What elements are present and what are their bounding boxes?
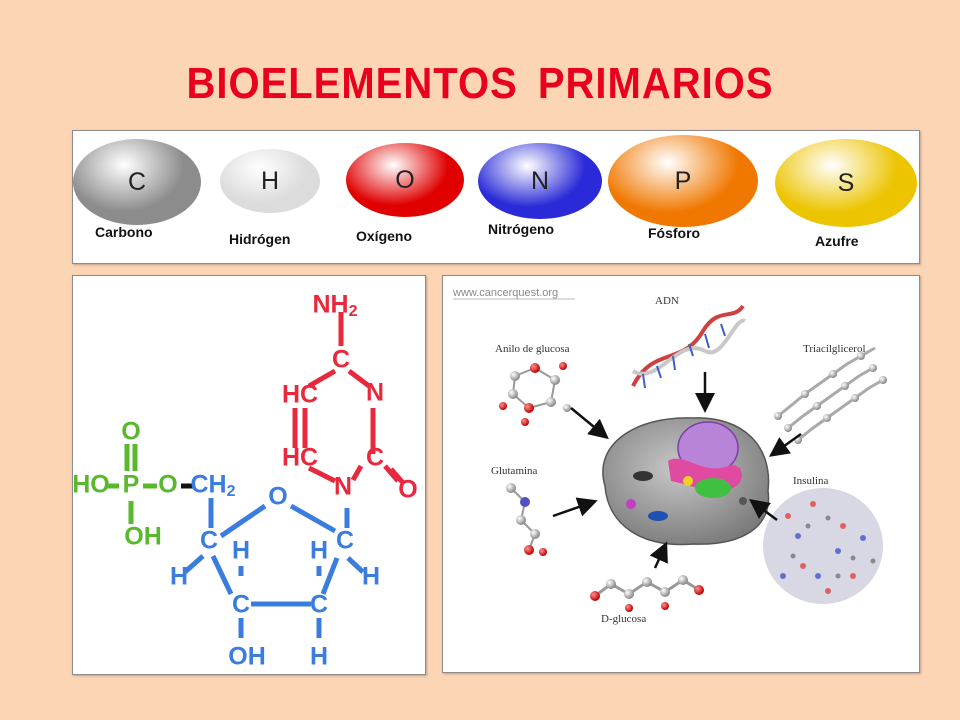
phosphate-o-top: O	[121, 418, 140, 446]
element-symbol: C	[127, 167, 147, 196]
element-name: Azufre	[815, 233, 859, 249]
sugar-h4: H	[232, 537, 250, 565]
triacylglycerol-molecule	[777, 346, 884, 442]
sugar-c1: C	[336, 527, 354, 555]
sugar-h1: H	[310, 537, 328, 565]
base-hc-top: HC	[282, 381, 318, 409]
sulfur-sphere: S	[775, 139, 917, 227]
glucose-ring-molecule	[499, 362, 571, 426]
element-symbol: P	[674, 166, 692, 195]
element-symbol: O	[395, 165, 415, 194]
sugar-bonds	[183, 498, 365, 638]
dna-helix	[631, 304, 746, 389]
label-d-glucose: D-glucosa	[601, 613, 646, 625]
label-glutamine: Glutamina	[491, 465, 538, 477]
base-bonds	[292, 312, 406, 486]
label-adn: ADN	[655, 295, 679, 307]
nitrogen-sphere: N	[478, 143, 602, 219]
base-hc-bottom: HC	[282, 444, 318, 472]
phosphate-p: P	[123, 471, 140, 499]
sugar-oh: OH	[228, 643, 266, 671]
sugar-ch2: CH2	[190, 471, 235, 501]
base-n-right: N	[366, 379, 384, 407]
phosphate-o-bridge: O	[158, 471, 177, 499]
oxygen-sphere: O	[346, 143, 464, 217]
carbon-sphere: C	[73, 139, 201, 225]
element-symbol: S	[837, 168, 855, 197]
element-name: Oxígeno	[356, 228, 413, 244]
phosphate-bonds	[105, 444, 157, 524]
insulin-molecule	[763, 488, 883, 604]
cell-biomolecules-diagram: www.cancerquest.org ADN Anilo de glucosa…	[452, 287, 887, 625]
phosphorus-sphere: P	[608, 135, 758, 227]
base-o-ketone: O	[398, 476, 417, 504]
sugar-c1-h: H	[362, 563, 380, 591]
label-glucose-ring: Anilo de glucosa	[495, 343, 570, 355]
base-nh2: NH2	[312, 291, 357, 321]
glutamine-molecule	[506, 483, 547, 556]
elements-panel: C Carbono H Hidrógen O Oxígeno N Nitróge…	[72, 130, 920, 264]
phosphate-ho: HO	[73, 471, 110, 499]
watermark: www.cancerquest.org	[452, 287, 558, 299]
base-n-bottom: N	[334, 473, 352, 501]
element-name: Hidrógen	[229, 231, 291, 247]
arrows	[552, 372, 802, 569]
element-symbol: H	[260, 166, 280, 195]
element-name: Nitrógeno	[488, 221, 555, 237]
hydrogen-sphere: H	[220, 149, 320, 213]
nucleotide-structure: NH2 C HC N HC C O N O HO P O OH	[72, 291, 417, 671]
cell-illustration	[602, 417, 770, 546]
nucleotide-panel: NH2 C HC N HC C O N O HO P O OH	[72, 275, 426, 675]
sugar-c4: C	[200, 527, 218, 555]
phosphate-oh: OH	[124, 523, 162, 551]
sugar-o-ring: O	[268, 483, 287, 511]
sugar-c2: C	[310, 591, 328, 619]
sugar-c3: C	[232, 591, 250, 619]
label-triacylglycerol: Triacilglicerol	[803, 343, 866, 355]
d-glucose-molecule	[590, 575, 704, 612]
slide-title: BIOELEMENTOS PRIMARIOS	[186, 60, 774, 108]
element-name: Carbono	[95, 224, 153, 240]
triacylglycerol-atoms	[774, 352, 887, 444]
element-symbol: N	[530, 166, 550, 195]
element-name: Fósforo	[648, 225, 701, 241]
sugar-c4-h: H	[170, 563, 188, 591]
base-c-right: C	[366, 444, 384, 472]
sugar-h2: H	[310, 643, 328, 671]
base-c-top: C	[332, 346, 350, 374]
label-insulin: Insulina	[793, 475, 829, 487]
cell-biomolecules-panel: www.cancerquest.org ADN Anilo de glucosa…	[442, 275, 920, 673]
